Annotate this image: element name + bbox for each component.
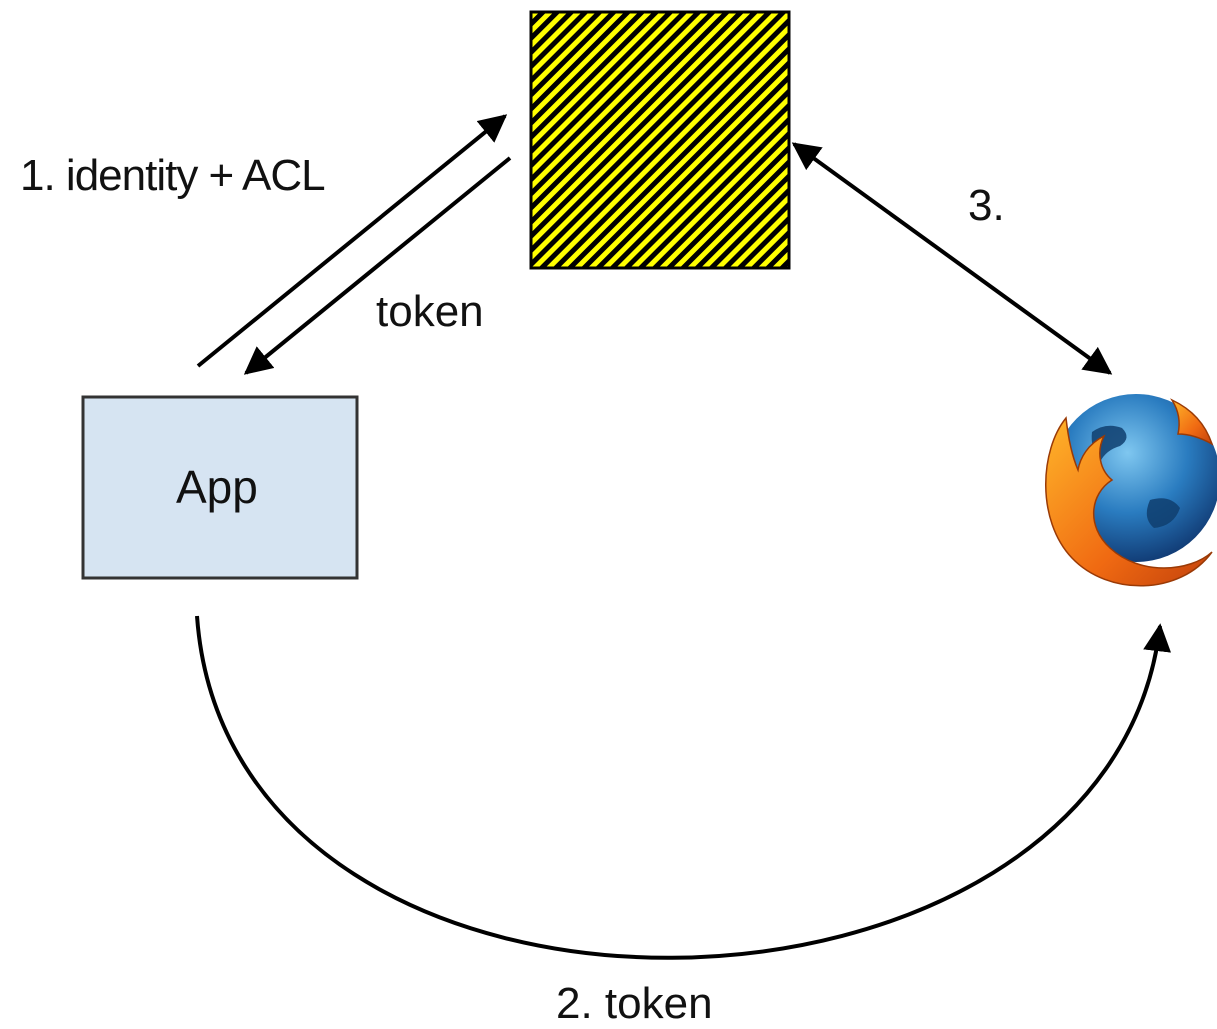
app-node-label: App: [176, 461, 258, 513]
identity-request-label: 1. identity + ACL: [20, 151, 326, 200]
app-node: [81, 395, 359, 580]
token-pass-arrow: [195, 615, 1171, 960]
server-node: [529, 10, 791, 270]
token-pass-label: 2. token: [556, 979, 713, 1028]
identity-request-arrow: [196, 114, 508, 368]
browser-server-arrow: [791, 142, 1113, 375]
firefox-icon: [1045, 394, 1217, 587]
token-response-arrow: [243, 156, 512, 375]
browser-server-label: 3.: [968, 181, 1005, 230]
token-response-label: token: [376, 287, 484, 336]
